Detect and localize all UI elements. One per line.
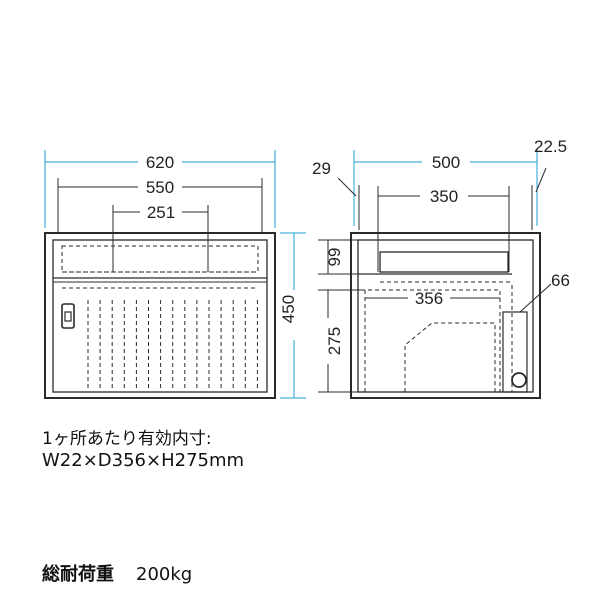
per-slot-title: 1ヶ所あたり有効内寸:	[42, 429, 212, 449]
dim-99-label: 99	[325, 248, 344, 267]
front-dividers	[87, 300, 258, 390]
side-top-shelf	[379, 251, 509, 273]
dim-450-label: 450	[279, 295, 298, 323]
total-load-label: 総耐荷重	[42, 564, 114, 585]
total-load-value: 200kg	[136, 564, 193, 585]
side-inner-frame	[357, 239, 534, 393]
front-hidden-top	[61, 245, 259, 273]
dim-22-5-label: 22.5	[534, 137, 567, 156]
dim-620-label: 620	[146, 153, 174, 172]
lock-icon	[61, 303, 75, 329]
lock-keyhole	[64, 311, 72, 322]
side-outer-frame	[350, 232, 541, 399]
dim-251-label: 251	[147, 203, 175, 222]
dim-275-label: 275	[325, 327, 344, 355]
dim-29-label: 29	[312, 159, 331, 178]
dim-350-label: 350	[430, 187, 458, 206]
side-compartment-hidden	[364, 289, 501, 392]
side-view: 500 29 22.5 350 99 275 356 66	[312, 137, 570, 399]
dim-500-label: 500	[432, 153, 460, 172]
cable-hole-icon	[511, 372, 527, 388]
front-outer-frame	[44, 232, 276, 399]
front-view: 620 550 251 450	[44, 150, 306, 399]
dim-356-label: 356	[415, 289, 443, 308]
dim-66-leader	[519, 283, 552, 313]
dim-550-label: 550	[146, 178, 174, 197]
dim-22-5-leader	[535, 167, 547, 193]
side-rear-rail	[502, 311, 528, 393]
side-divider-hidden	[404, 322, 496, 392]
dim-66-label: 66	[551, 271, 570, 290]
total-load: 総耐荷重 200kg	[42, 560, 192, 586]
per-slot-dimensions: W22×D356×H275mm	[42, 450, 245, 471]
front-inner-frame	[52, 239, 268, 393]
dim-29-leader	[337, 177, 357, 197]
